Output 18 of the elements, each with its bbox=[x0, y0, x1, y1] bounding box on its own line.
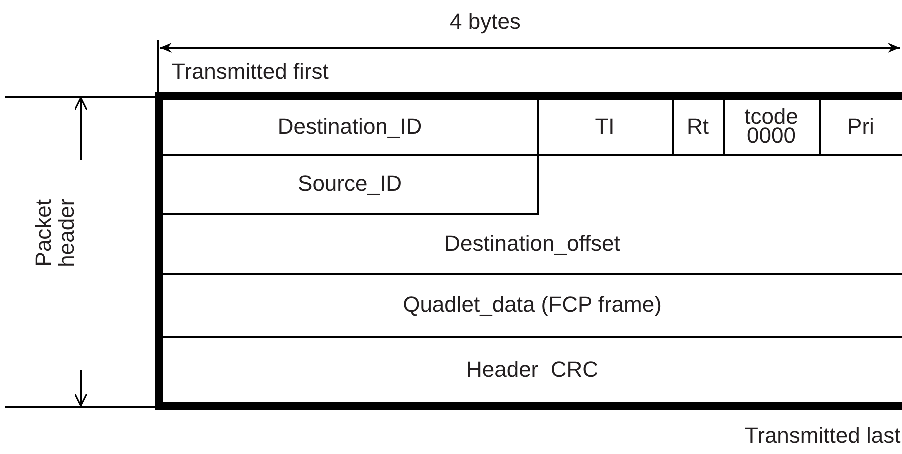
field-cell bbox=[163, 155, 539, 215]
field-name: Header CRC bbox=[466, 358, 599, 380]
caption: Transmitted first bbox=[172, 60, 329, 84]
field-name: Pri bbox=[848, 116, 874, 138]
field-name: Destination_ID bbox=[278, 116, 422, 138]
caption: Transmitted last bbox=[745, 424, 901, 448]
dimension-label: Packet header bbox=[32, 198, 78, 270]
field-name: TI bbox=[595, 116, 615, 138]
field-name: Destination_offset bbox=[444, 232, 620, 254]
dimension-label: 4 bytes bbox=[450, 10, 521, 34]
field-cell bbox=[163, 100, 539, 156]
field-name: Source_ID bbox=[298, 173, 402, 195]
field-cell bbox=[673, 100, 725, 156]
field-cell bbox=[724, 100, 821, 156]
field-name: Rt bbox=[687, 116, 709, 138]
field-cell bbox=[538, 100, 674, 156]
field-name: tcode 0000 bbox=[744, 108, 800, 146]
field-name: Quadlet_data (FCP frame) bbox=[403, 294, 662, 316]
